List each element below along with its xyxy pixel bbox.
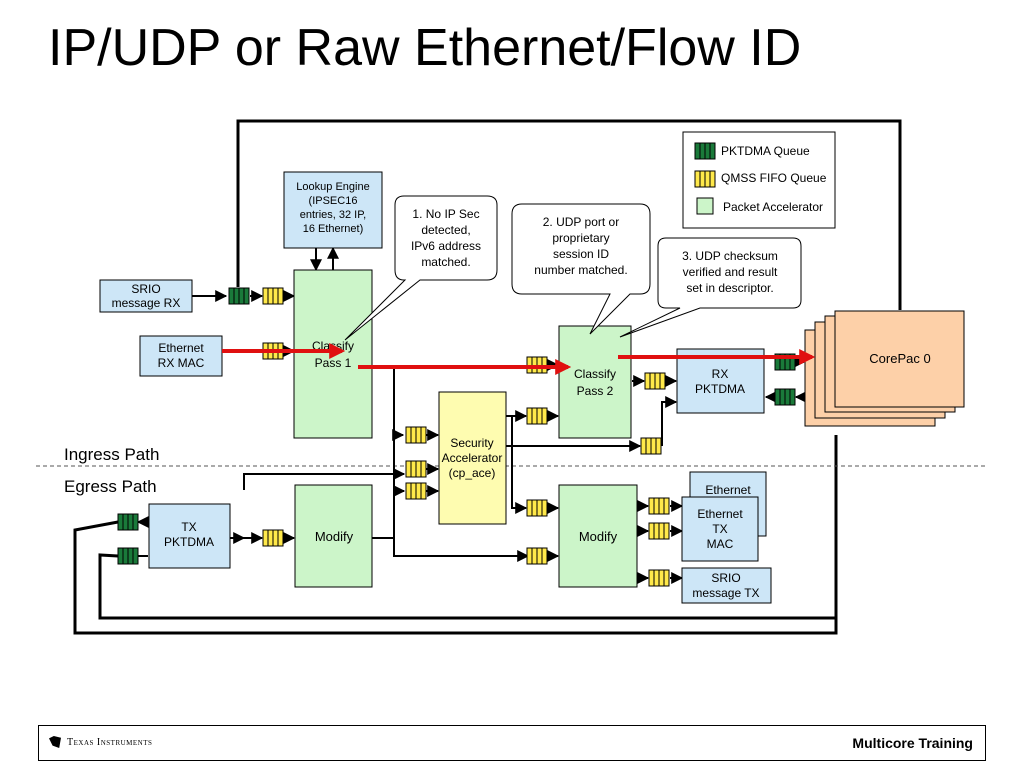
qmss-fifo-queue-icon <box>694 170 716 188</box>
legend-pa-label: Packet Accelerator <box>723 200 823 214</box>
modify-2-block: Modify <box>558 484 638 588</box>
pktdma-queue-icon <box>117 547 139 565</box>
training-label: Multicore Training <box>852 735 973 751</box>
qmss-fifo-queue-icon <box>644 372 666 390</box>
ti-logo-icon <box>49 736 61 748</box>
qmss-fifo-queue-icon <box>405 426 427 444</box>
queues <box>117 287 796 587</box>
pktdma-queue-icon <box>228 287 250 305</box>
qmss-fifo-queue-icon <box>526 407 548 425</box>
pktdma-queue-icon <box>694 142 716 160</box>
qmss-fifo-queue-icon <box>648 522 670 540</box>
qmss-fifo-queue-icon <box>648 497 670 515</box>
pktdma-queue-icon <box>774 388 796 406</box>
modify-1-block: Modify <box>294 484 373 588</box>
legend-qmss-label: QMSS FIFO Queue <box>721 171 827 185</box>
legend-pktdma-label: PKTDMA Queue <box>721 144 810 158</box>
svg-text:Ethernet: Ethernet <box>705 483 751 497</box>
corepac-stack: CorePac 0 <box>804 310 965 427</box>
qmss-fifo-queue-icon <box>405 460 427 478</box>
frame-lines <box>73 119 902 635</box>
company-name: Texas Instruments <box>67 736 153 748</box>
pktdma-queue-icon <box>117 513 139 531</box>
svg-text:Modify: Modify <box>315 529 354 544</box>
legend: PKTDMA Queue QMSS FIFO Queue Packet Acce… <box>682 131 836 229</box>
qmss-fifo-queue-icon <box>648 569 670 587</box>
footer: Texas Instruments Multicore Training <box>38 725 986 761</box>
qmss-fifo-queue-icon <box>262 287 284 305</box>
legend-pa-swatch <box>696 197 714 215</box>
qmss-fifo-queue-icon <box>262 529 284 547</box>
flow-arrows <box>222 343 816 375</box>
egress-path-label: Egress Path <box>64 477 157 496</box>
svg-text:Modify: Modify <box>579 529 618 544</box>
ti-logo: Texas Instruments <box>49 736 152 748</box>
qmss-fifo-queue-icon <box>640 437 662 455</box>
qmss-fifo-queue-icon <box>405 482 427 500</box>
legend-pktdma-swatch <box>694 142 716 160</box>
slide-title: IP/UDP or Raw Ethernet/Flow ID <box>48 19 802 77</box>
svg-text:CorePac 0: CorePac 0 <box>869 351 930 366</box>
qmss-fifo-queue-icon <box>526 499 548 517</box>
legend-qmss-swatch <box>694 170 716 188</box>
qmss-fifo-queue-icon <box>526 547 548 565</box>
ingress-path-label: Ingress Path <box>64 445 159 464</box>
